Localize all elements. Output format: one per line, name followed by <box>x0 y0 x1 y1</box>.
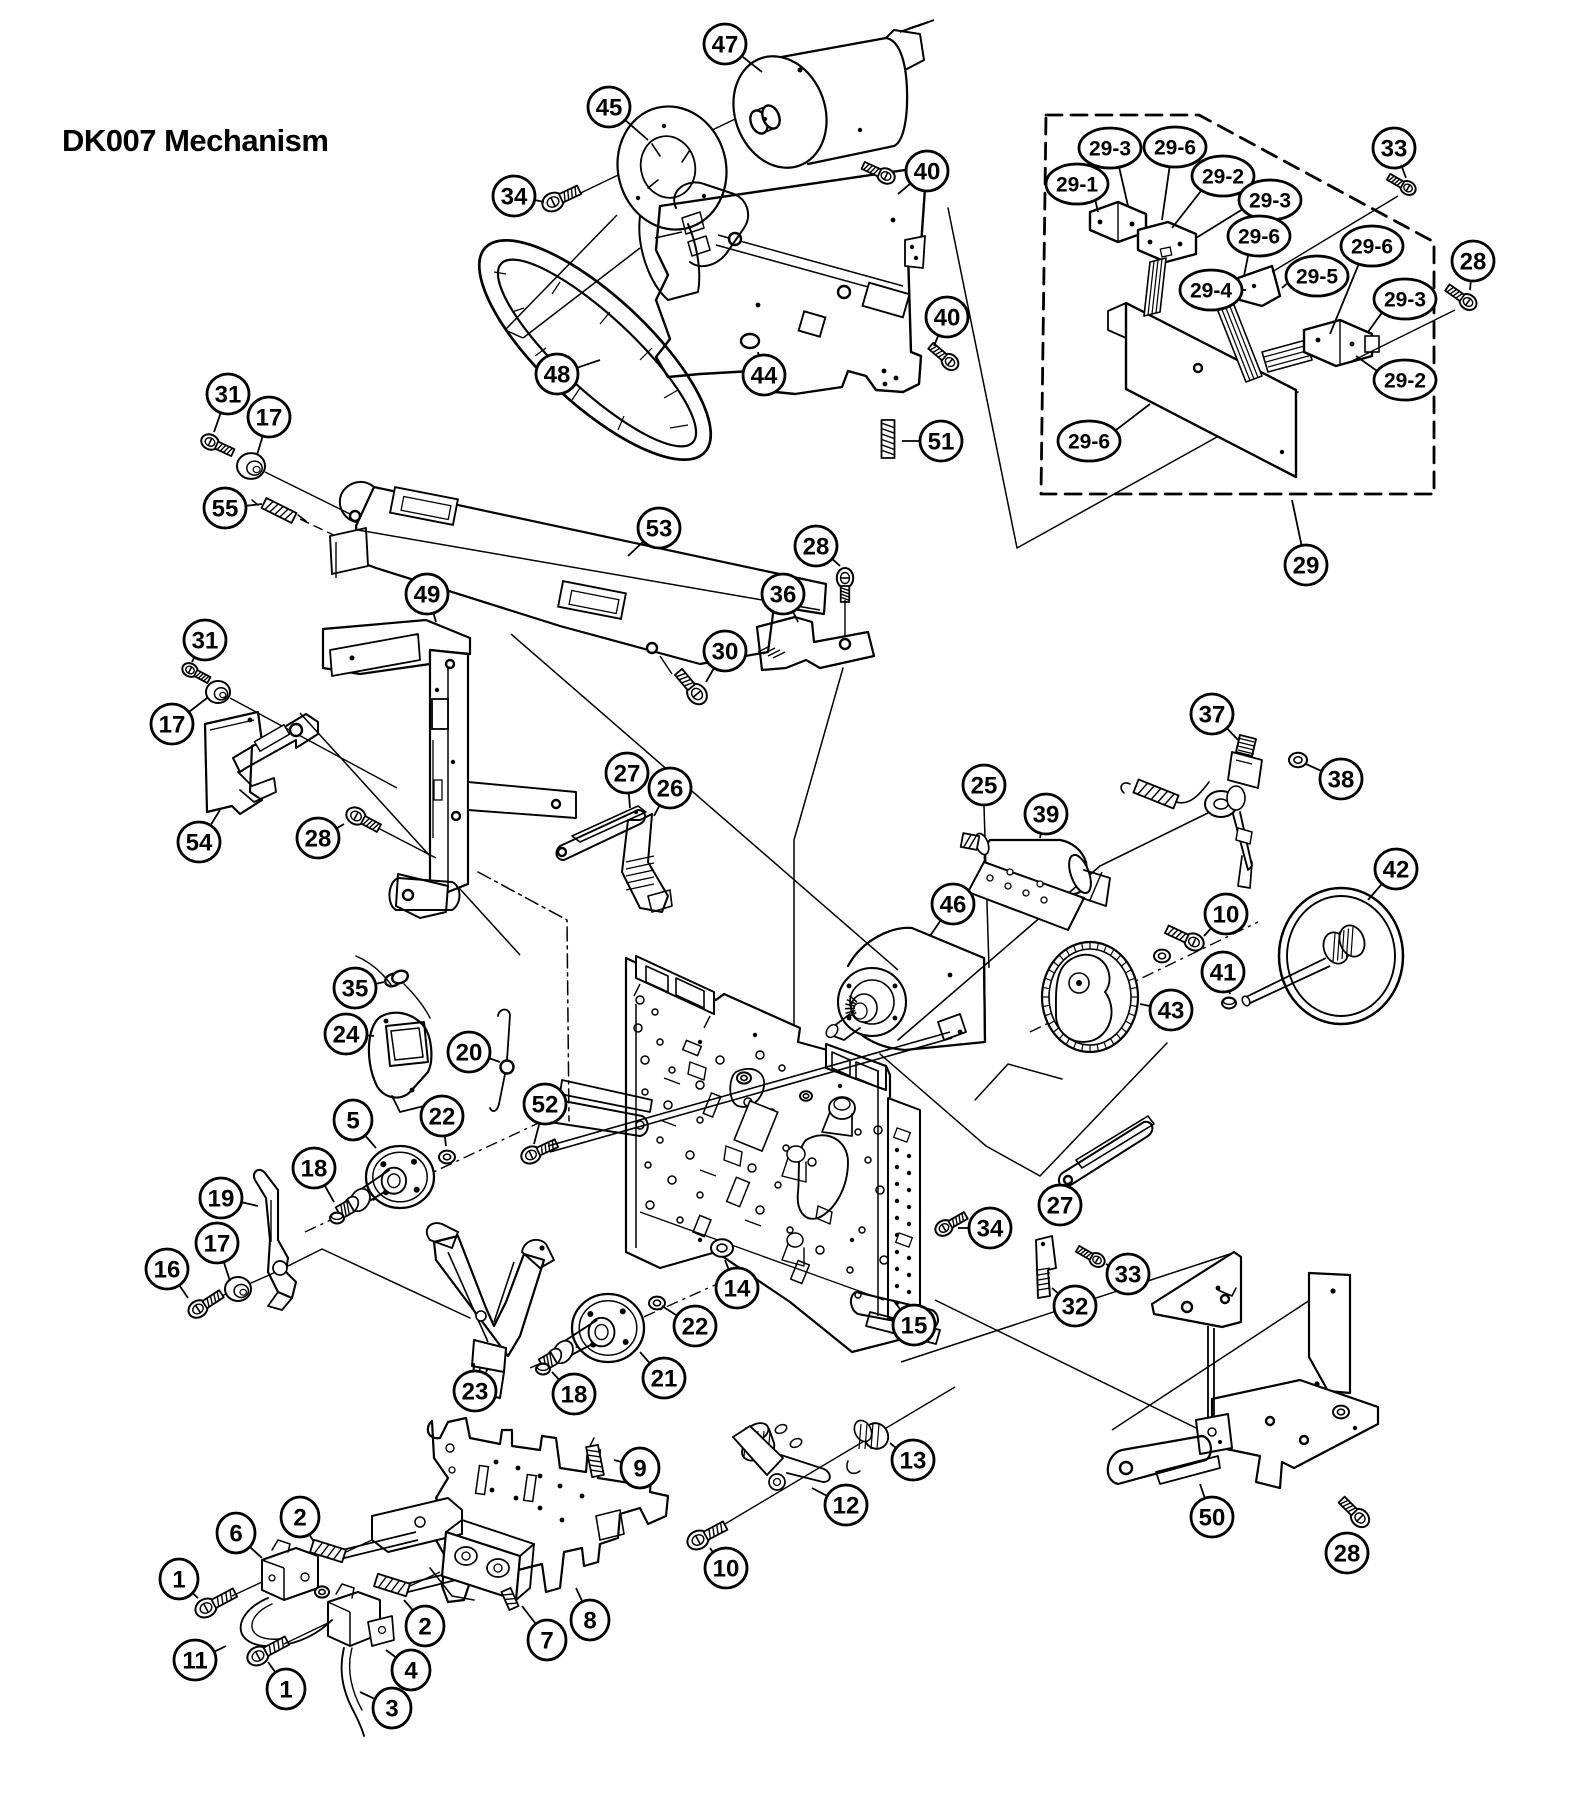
svg-text:31: 31 <box>215 382 242 409</box>
svg-text:20: 20 <box>456 1040 483 1067</box>
svg-text:29-3: 29-3 <box>1089 138 1131 161</box>
svg-text:29-1: 29-1 <box>1056 174 1098 197</box>
svg-text:25: 25 <box>971 773 998 800</box>
svg-text:14: 14 <box>724 1276 751 1303</box>
svg-text:29-2: 29-2 <box>1202 166 1244 189</box>
svg-text:22: 22 <box>682 1314 709 1341</box>
svg-text:37: 37 <box>1199 702 1226 729</box>
svg-text:26: 26 <box>657 776 684 803</box>
svg-text:28: 28 <box>1334 1541 1361 1568</box>
svg-text:42: 42 <box>1383 857 1410 884</box>
svg-text:29: 29 <box>1293 553 1320 580</box>
svg-text:31: 31 <box>192 628 219 655</box>
svg-text:41: 41 <box>1210 960 1237 987</box>
svg-text:35: 35 <box>342 976 369 1003</box>
svg-text:16: 16 <box>154 1257 181 1284</box>
svg-text:DK007 Mechanism: DK007 Mechanism <box>62 123 328 158</box>
svg-text:39: 39 <box>1033 802 1060 829</box>
svg-text:34: 34 <box>977 1216 1004 1243</box>
svg-text:27: 27 <box>1047 1193 1074 1220</box>
svg-text:29-2: 29-2 <box>1384 370 1426 393</box>
svg-text:6: 6 <box>229 1521 242 1548</box>
svg-text:15: 15 <box>901 1313 928 1340</box>
svg-text:48: 48 <box>544 362 571 389</box>
svg-text:8: 8 <box>583 1608 596 1635</box>
svg-text:2: 2 <box>293 1505 306 1532</box>
svg-text:1: 1 <box>172 1567 185 1594</box>
svg-text:49: 49 <box>414 582 441 609</box>
svg-text:51: 51 <box>928 429 955 456</box>
svg-text:44: 44 <box>751 363 778 390</box>
svg-text:54: 54 <box>186 830 213 857</box>
svg-text:18: 18 <box>561 1382 588 1409</box>
svg-text:22: 22 <box>429 1104 456 1131</box>
svg-text:33: 33 <box>1115 1262 1142 1289</box>
svg-text:43: 43 <box>1158 998 1185 1025</box>
svg-text:29-6: 29-6 <box>1238 226 1280 249</box>
svg-text:50: 50 <box>1199 1505 1226 1532</box>
svg-text:34: 34 <box>501 184 528 211</box>
svg-text:36: 36 <box>770 582 797 609</box>
svg-text:28: 28 <box>1460 249 1487 276</box>
svg-text:13: 13 <box>900 1448 927 1475</box>
svg-text:1: 1 <box>279 1677 292 1704</box>
svg-text:21: 21 <box>651 1366 678 1393</box>
svg-text:40: 40 <box>914 159 941 186</box>
svg-text:32: 32 <box>1062 1294 1089 1321</box>
svg-text:28: 28 <box>803 534 830 561</box>
svg-text:2: 2 <box>418 1614 431 1641</box>
svg-text:18: 18 <box>301 1156 328 1183</box>
svg-text:4: 4 <box>404 1658 418 1685</box>
svg-text:12: 12 <box>833 1493 860 1520</box>
svg-text:47: 47 <box>712 32 739 59</box>
svg-text:29-3: 29-3 <box>1249 190 1291 213</box>
svg-text:23: 23 <box>462 1379 489 1406</box>
svg-text:10: 10 <box>713 1556 740 1583</box>
svg-text:40: 40 <box>934 305 961 332</box>
svg-text:17: 17 <box>256 405 283 432</box>
svg-text:7: 7 <box>540 1628 553 1655</box>
svg-text:30: 30 <box>712 639 739 666</box>
svg-text:29-6: 29-6 <box>1351 236 1393 259</box>
svg-text:33: 33 <box>1381 136 1408 163</box>
svg-text:53: 53 <box>646 516 673 543</box>
svg-text:3: 3 <box>385 1696 398 1723</box>
svg-text:10: 10 <box>1213 902 1240 929</box>
svg-text:29-3: 29-3 <box>1384 289 1426 312</box>
svg-text:28: 28 <box>305 826 332 853</box>
svg-text:24: 24 <box>333 1022 360 1049</box>
svg-text:52: 52 <box>532 1092 559 1119</box>
svg-text:46: 46 <box>940 892 967 919</box>
svg-text:29-5: 29-5 <box>1296 266 1338 289</box>
svg-text:29-6: 29-6 <box>1154 137 1196 160</box>
svg-text:29-4: 29-4 <box>1190 280 1232 303</box>
svg-text:9: 9 <box>633 1456 646 1483</box>
svg-text:55: 55 <box>212 496 239 523</box>
svg-text:17: 17 <box>159 712 186 739</box>
svg-text:38: 38 <box>1328 767 1355 794</box>
svg-text:5: 5 <box>346 1108 359 1135</box>
svg-text:27: 27 <box>614 761 641 788</box>
svg-text:45: 45 <box>596 95 623 122</box>
svg-text:11: 11 <box>182 1648 207 1675</box>
svg-text:19: 19 <box>208 1186 235 1213</box>
svg-text:17: 17 <box>204 1231 231 1258</box>
svg-text:29-6: 29-6 <box>1068 431 1110 454</box>
